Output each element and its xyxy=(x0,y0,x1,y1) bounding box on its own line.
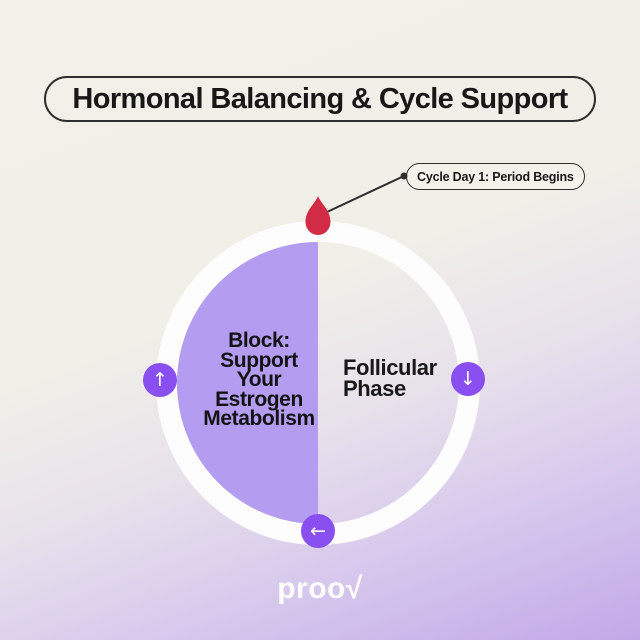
left-arrow-glyph: ← xyxy=(310,519,326,542)
up-arrow-icon: ↑ xyxy=(143,363,177,397)
down-arrow-glyph: ↓ xyxy=(460,367,476,390)
down-arrow-icon: ↓ xyxy=(451,362,485,396)
block-support-label: Block: Support Your Estrogen Metabolism xyxy=(203,329,315,430)
cycle-day-callout: Cycle Day 1: Period Begins xyxy=(406,163,585,190)
callout-connector-line xyxy=(326,175,405,213)
cycle-day-callout-label: Cycle Day 1: Period Begins xyxy=(417,169,574,184)
follicular-phase-label: Follicular Phase xyxy=(343,355,437,401)
page-title: Hormonal Balancing & Cycle Support xyxy=(72,82,568,115)
callout-connector-dot xyxy=(400,172,408,180)
blood-drop-icon xyxy=(305,196,331,235)
connector-graphic xyxy=(305,172,408,235)
title-pill: Hormonal Balancing & Cycle Support xyxy=(44,76,596,122)
up-arrow-glyph: ↑ xyxy=(152,368,168,391)
proov-logo: proo√ xyxy=(277,572,363,605)
left-arrow-icon: ← xyxy=(301,514,335,548)
